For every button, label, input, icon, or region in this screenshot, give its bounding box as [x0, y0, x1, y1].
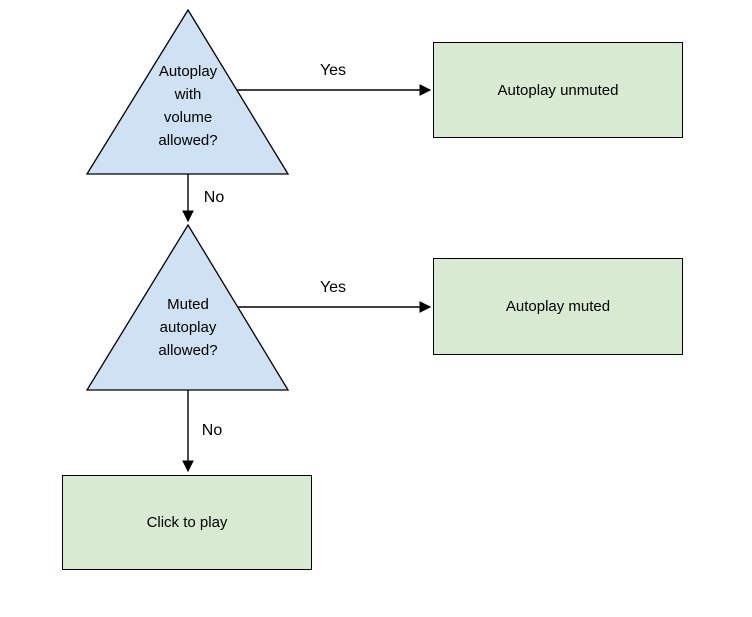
- edge-label-d1-no: No: [203, 189, 225, 206]
- outcome-box-autoplay-muted: Autoplay muted: [433, 258, 683, 355]
- edge-label-d1-yes: Yes: [319, 62, 347, 79]
- outcome-label-autoplay-unmuted: Autoplay unmuted: [497, 81, 619, 99]
- outcome-label-click-to-play: Click to play: [146, 514, 228, 531]
- decision-label-muted-autoplay: Muted autoplay allowed?: [158, 296, 218, 359]
- outcome-box-autoplay-unmuted: Autoplay unmuted: [433, 42, 683, 138]
- decision-label-autoplay-volume: Autoplay with volume allowed?: [158, 63, 218, 149]
- outcome-box-click-to-play: Click to play: [62, 475, 312, 570]
- edge-label-d2-no: No: [201, 422, 223, 439]
- outcome-label-autoplay-muted: Autoplay muted: [505, 298, 611, 315]
- edge-label-d2-yes: Yes: [319, 279, 347, 296]
